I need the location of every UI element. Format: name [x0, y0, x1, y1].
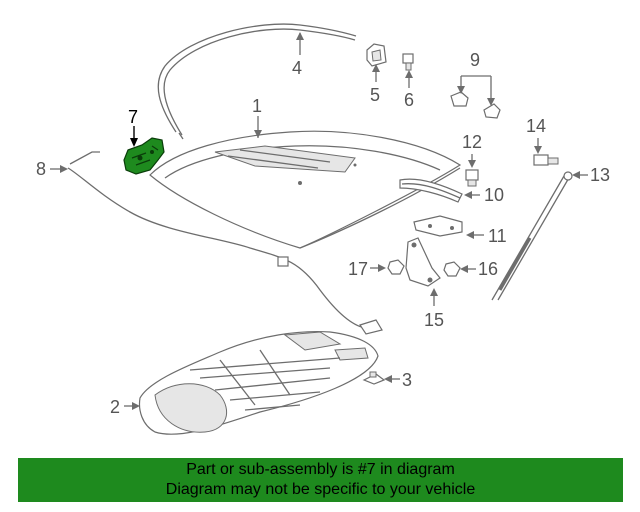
part-2-insulator[interactable]: [138, 331, 379, 435]
banner-line-1: Part or sub-assembly is #7 in diagram: [186, 461, 455, 478]
part-13-support-strut[interactable]: [491, 171, 573, 301]
callout-5: 5: [370, 64, 380, 105]
svg-text:1: 1: [252, 96, 262, 116]
svg-text:5: 5: [370, 85, 380, 105]
part-6-clip[interactable]: [402, 53, 414, 71]
svg-text:14: 14: [526, 116, 546, 136]
part-11-hinge-bracket[interactable]: [413, 215, 463, 237]
part-8-release-cable[interactable]: [67, 151, 383, 335]
svg-text:17: 17: [348, 259, 368, 279]
callout-2: 2: [110, 397, 140, 417]
svg-text:12: 12: [462, 132, 482, 152]
callout-15: 15: [424, 288, 444, 330]
part-5-bumper[interactable]: [366, 43, 387, 67]
svg-text:6: 6: [404, 90, 414, 110]
callout-1: 1: [252, 96, 262, 138]
svg-text:10: 10: [484, 185, 504, 205]
part-14-ball-stud[interactable]: [533, 154, 559, 166]
part-1-hood[interactable]: [149, 130, 462, 249]
svg-text:9: 9: [470, 50, 480, 70]
callout-9: 9: [457, 50, 495, 106]
part-12-grommet[interactable]: [465, 169, 479, 187]
callout-6: 6: [404, 70, 414, 110]
part-7-hood-latch[interactable]: [123, 137, 165, 175]
callout-8: 8: [36, 159, 68, 179]
callout-16: 16: [460, 259, 498, 279]
svg-text:16: 16: [478, 259, 498, 279]
callout-13: 13: [572, 165, 610, 185]
callout-3: 3: [384, 370, 412, 390]
svg-text:13: 13: [590, 165, 610, 185]
svg-text:2: 2: [110, 397, 120, 417]
callout-17: 17: [348, 259, 386, 279]
part-4-weatherstrip[interactable]: [157, 23, 357, 140]
callout-4: 4: [292, 32, 304, 78]
part-17-nut[interactable]: [387, 259, 405, 275]
svg-text:15: 15: [424, 310, 444, 330]
part-16-nut[interactable]: [443, 261, 461, 277]
svg-text:4: 4: [292, 58, 302, 78]
callout-14: 14: [526, 116, 546, 154]
info-banner: Part or sub-assembly is #7 in diagram Di…: [18, 458, 623, 502]
banner-line-2: Diagram may not be specific to your vehi…: [165, 481, 476, 498]
callout-7: 7: [128, 107, 138, 147]
callout-11: 11: [466, 226, 507, 246]
callout-12: 12: [462, 132, 482, 168]
part-3-push-pin[interactable]: [362, 371, 386, 385]
part-10-seal[interactable]: [399, 178, 463, 203]
parts-diagram: 4 5 6 9: [36, 23, 610, 435]
svg-text:3: 3: [402, 370, 412, 390]
svg-text:8: 8: [36, 159, 46, 179]
svg-text:11: 11: [488, 226, 507, 246]
svg-text:7: 7: [128, 107, 138, 127]
callout-10: 10: [464, 185, 504, 205]
part-15-hinge[interactable]: [405, 237, 441, 287]
part-9-brackets[interactable]: [450, 91, 501, 119]
